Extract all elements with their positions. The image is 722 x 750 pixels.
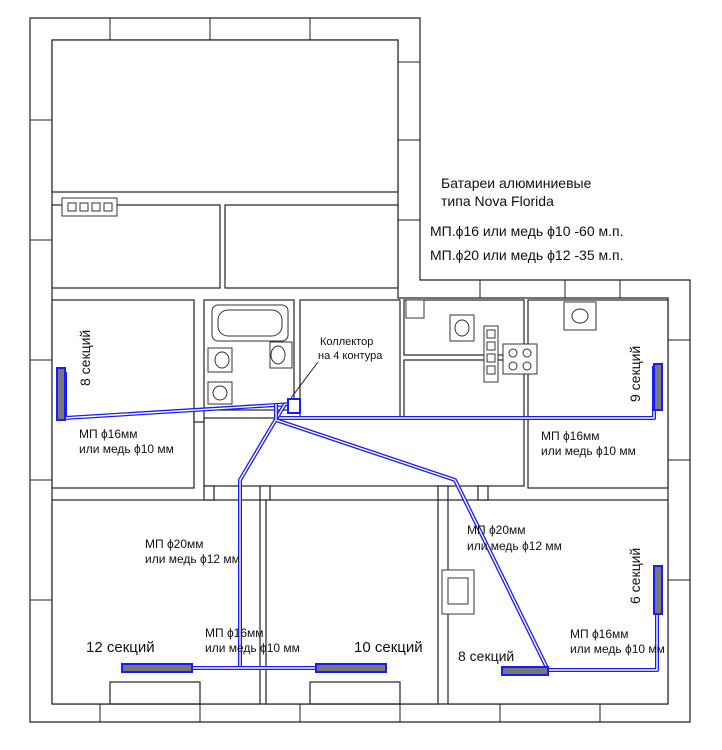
collector-pointer xyxy=(290,361,319,399)
door-posts xyxy=(109,409,489,705)
stove xyxy=(502,343,538,375)
radiator-right xyxy=(653,363,663,411)
radiator-left xyxy=(56,367,66,421)
header-line1: Батареи алюминиевые xyxy=(441,175,592,191)
radiator-bottom-right xyxy=(315,663,387,673)
header-line2: типа Nova Florida xyxy=(441,193,554,209)
pipe-label-br-1: МП ϕ16мм xyxy=(570,627,629,641)
pipe-label-diag-1: МП ϕ20мм xyxy=(467,523,526,537)
pipe-label-bottom-1: МП ϕ16мм xyxy=(205,626,264,640)
label-radiator-bottom-right: 10 секций xyxy=(354,639,423,656)
radiator-group xyxy=(56,363,663,676)
pipe-label-bottom-2: или медь ϕ10 мм xyxy=(205,641,300,655)
collector-label-2: на 4 контура xyxy=(318,350,383,362)
label-radiator-bottom-mid: 8 секций xyxy=(458,648,514,664)
spec-line2: МП.ϕ20 или медь ϕ12 -35 м.п. xyxy=(430,247,623,263)
pipe-label-center-2: или медь ϕ12 мм xyxy=(145,552,240,566)
pipe-label-left-1: МП ϕ16мм xyxy=(79,427,138,441)
wall-seams xyxy=(30,18,690,722)
label-radiator-bottom-left: 12 секций xyxy=(86,639,155,656)
labels: Батареи алюминиевые типа Nova Florida МП… xyxy=(77,175,665,664)
pipe-label-diag-2: или медь ϕ12 мм xyxy=(467,539,562,553)
label-radiator-right: 9 секций xyxy=(627,346,643,402)
radiator-bottom-left xyxy=(121,663,193,673)
pipe-run-diag-core xyxy=(275,419,549,671)
pipe-label-center-1: МП ϕ20мм xyxy=(145,537,204,551)
pipe-label-right-2: или медь ϕ10 мм xyxy=(541,444,636,458)
collector-label-1: Коллектор xyxy=(320,336,373,348)
radiator-br xyxy=(653,565,663,615)
pipe-run-br-core xyxy=(548,612,658,671)
label-radiator-br: 6 секций xyxy=(627,548,643,604)
rooms xyxy=(51,39,669,705)
spec-line1: МП.ϕ16 или медь ϕ10 -60 м.п. xyxy=(430,223,623,239)
radiator-bottom-mid xyxy=(501,666,549,676)
fixtures xyxy=(61,197,597,615)
pipe-label-right-1: МП ϕ16мм xyxy=(541,429,600,443)
pipe-label-left-2: или медь ϕ10 мм xyxy=(79,442,174,456)
pipe-run-center-core xyxy=(239,403,286,668)
collector-box xyxy=(287,398,301,414)
label-radiator-left: 8 секций xyxy=(77,330,93,386)
pipe-label-br-2: или медь ϕ10 мм xyxy=(570,642,665,656)
